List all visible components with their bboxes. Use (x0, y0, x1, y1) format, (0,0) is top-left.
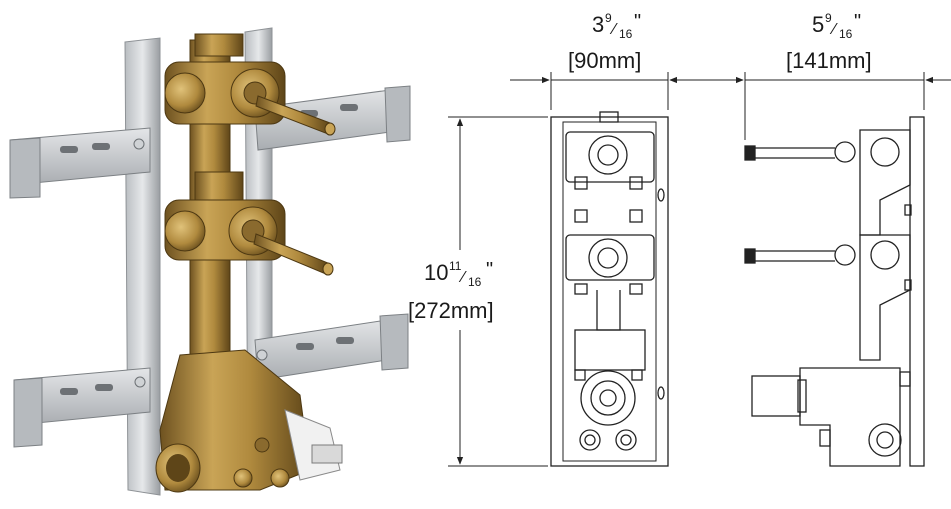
mounting-bracket-upper-right (254, 85, 411, 151)
svg-text:9: 9 (825, 11, 832, 25)
side-view-drawing (744, 116, 925, 467)
dimension-lines (448, 72, 951, 467)
height-dimension-label: 10 11 ⁄ 16 " [272mm] (408, 259, 494, 323)
width-dimension-label: 3 9 ⁄ 16 " [90mm] (568, 11, 641, 73)
middle-valve-body (164, 171, 334, 276)
valve-photo (9, 27, 411, 496)
svg-text:[141mm]: [141mm] (786, 48, 872, 73)
svg-text:16: 16 (839, 27, 853, 41)
depth-dimension-label: 5 9 ⁄ 16 " [141mm] (786, 11, 872, 73)
front-view-drawing (550, 111, 669, 467)
upper-valve-body (164, 33, 336, 136)
svg-text:16: 16 (468, 275, 482, 289)
mounting-bracket-lower-right (254, 313, 409, 381)
mounting-bracket-lower-left (13, 367, 151, 448)
thermostatic-valve-body (155, 349, 343, 493)
middle-port-circle (588, 238, 628, 278)
svg-text:[272mm]: [272mm] (408, 298, 494, 323)
side-stem-lower (834, 244, 856, 266)
svg-text:": " (634, 11, 641, 33)
svg-text:9: 9 (605, 11, 612, 25)
svg-text:3: 3 (592, 12, 604, 37)
svg-text:⁄: ⁄ (609, 21, 618, 38)
svg-text:10: 10 (424, 260, 448, 285)
thermostatic-port-circle (580, 370, 636, 426)
svg-text:": " (486, 259, 493, 281)
side-stem-upper (834, 141, 856, 163)
svg-text:[90mm]: [90mm] (568, 48, 641, 73)
svg-text:16: 16 (619, 27, 633, 41)
svg-text:5: 5 (812, 12, 824, 37)
svg-text:11: 11 (449, 259, 462, 273)
upper-port-circle (588, 135, 628, 175)
svg-text:⁄: ⁄ (458, 269, 467, 286)
mounting-bracket-upper-left (9, 127, 151, 199)
mounting-strip (124, 37, 161, 496)
svg-text:": " (854, 11, 861, 33)
svg-text:⁄: ⁄ (829, 21, 838, 38)
